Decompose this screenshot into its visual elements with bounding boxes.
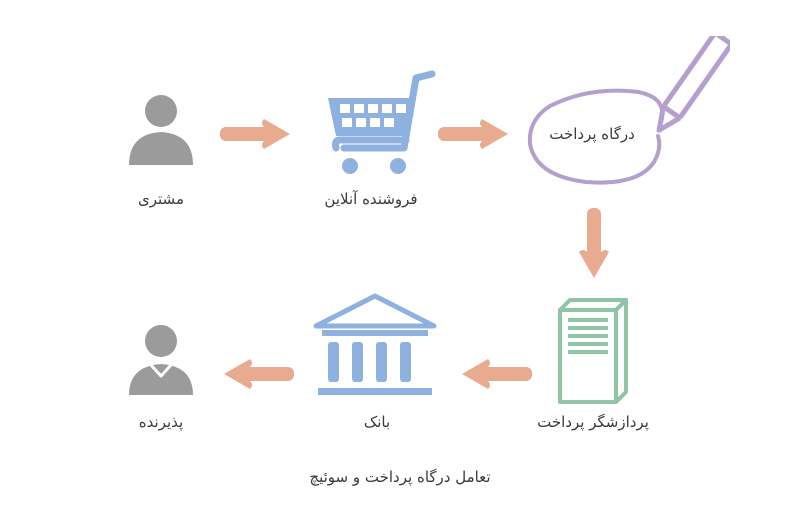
bank-label: بانک	[363, 413, 391, 431]
acceptor-label: پذیرنده	[138, 413, 184, 431]
arrow-merchant-to-gateway	[438, 119, 508, 149]
gateway-label: درگاه پرداخت	[549, 125, 635, 143]
diagram-caption: تعامل درگاه پرداخت و سوئیچ	[309, 468, 491, 486]
shopping-cart-icon	[328, 70, 436, 174]
bank-icon	[313, 293, 437, 395]
customer-label: مشتری	[138, 190, 184, 208]
pencil-circle-icon	[527, 36, 730, 185]
arrow-gateway-to-processor	[579, 208, 609, 278]
arrow-bank-to-acceptor	[224, 359, 294, 389]
arrow-customer-to-merchant	[220, 119, 290, 149]
person-collar-icon	[129, 325, 193, 395]
arrow-processor-to-bank	[462, 359, 532, 389]
server-icon	[558, 298, 628, 404]
processor-label: پردازشگر پرداخت	[537, 413, 649, 431]
customer-person-icon	[129, 95, 193, 165]
merchant-label: فروشنده آنلاین	[324, 190, 418, 208]
